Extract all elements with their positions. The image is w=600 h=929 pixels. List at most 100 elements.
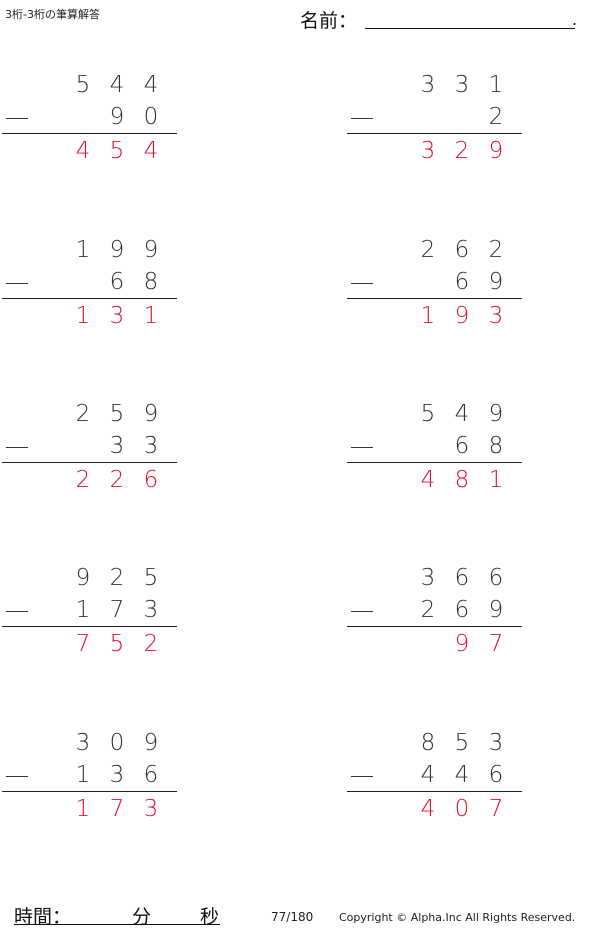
minuend-digit: 9 xyxy=(143,730,159,756)
sum-rule xyxy=(347,298,522,299)
sum-rule xyxy=(347,626,522,627)
minuend-digit: 9 xyxy=(143,401,159,427)
sum-rule xyxy=(347,133,522,134)
subtrahend-digit: 6 xyxy=(454,269,470,295)
subtrahend-digit: 4 xyxy=(454,762,470,788)
subtrahend-digit: 3 xyxy=(109,433,125,459)
minus-sign xyxy=(6,611,28,612)
sum-rule xyxy=(347,462,522,463)
minus-sign xyxy=(6,776,28,777)
answer-digit: 3 xyxy=(488,303,504,329)
minute-label: 分 xyxy=(132,906,152,928)
minuend-digit: 5 xyxy=(75,72,91,98)
answer-digit: 9 xyxy=(454,303,470,329)
minus-sign xyxy=(351,611,373,612)
answer-digit: 4 xyxy=(420,796,436,822)
name-end-dot: . xyxy=(572,10,578,29)
minuend-digit: 9 xyxy=(109,237,125,263)
subtrahend-digit: 1 xyxy=(75,597,91,623)
answer-digit: 9 xyxy=(488,138,504,164)
subtrahend-digit: 7 xyxy=(109,597,125,623)
sum-rule xyxy=(347,791,522,792)
minus-sign xyxy=(6,118,28,119)
answer-digit: 7 xyxy=(488,796,504,822)
sum-rule xyxy=(2,626,177,627)
answer-digit: 5 xyxy=(109,631,125,657)
minuend-digit: 2 xyxy=(488,237,504,263)
minuend-digit: 2 xyxy=(75,401,91,427)
answer-digit: 3 xyxy=(109,303,125,329)
answer-digit: 8 xyxy=(454,467,470,493)
time-underline xyxy=(14,924,220,925)
answer-digit: 1 xyxy=(143,303,159,329)
minus-sign xyxy=(6,447,28,448)
subtrahend-digit: 3 xyxy=(143,433,159,459)
answer-digit: 1 xyxy=(488,467,504,493)
answer-digit: 6 xyxy=(143,467,159,493)
answer-digit: 0 xyxy=(454,796,470,822)
answer-digit: 7 xyxy=(488,631,504,657)
answer-digit: 1 xyxy=(75,303,91,329)
minuend-digit: 1 xyxy=(75,237,91,263)
minus-sign xyxy=(6,283,28,284)
name-label: 名前： xyxy=(300,10,358,32)
subtrahend-digit: 2 xyxy=(420,597,436,623)
answer-digit: 7 xyxy=(75,631,91,657)
minuend-digit: 6 xyxy=(454,565,470,591)
answer-digit: 2 xyxy=(143,631,159,657)
answer-digit: 3 xyxy=(420,138,436,164)
minuend-digit: 3 xyxy=(420,565,436,591)
minuend-digit: 9 xyxy=(143,237,159,263)
answer-digit: 1 xyxy=(420,303,436,329)
minuend-digit: 0 xyxy=(109,730,125,756)
page-title: 3桁-3桁の筆算解答 xyxy=(5,8,100,21)
answer-digit: 2 xyxy=(454,138,470,164)
sum-rule xyxy=(2,791,177,792)
subtrahend-digit: 0 xyxy=(143,104,159,130)
name-underline xyxy=(365,28,575,29)
minuend-digit: 5 xyxy=(420,401,436,427)
sum-rule xyxy=(2,133,177,134)
answer-digit: 3 xyxy=(143,796,159,822)
subtrahend-digit: 1 xyxy=(75,762,91,788)
subtrahend-digit: 6 xyxy=(488,762,504,788)
subtrahend-digit: 4 xyxy=(420,762,436,788)
minuend-digit: 6 xyxy=(454,237,470,263)
subtrahend-digit: 9 xyxy=(488,597,504,623)
minuend-digit: 5 xyxy=(109,401,125,427)
copyright-text: Copyright © Alpha.Inc All Rights Reserve… xyxy=(339,911,576,924)
minuend-digit: 3 xyxy=(420,72,436,98)
minuend-digit: 9 xyxy=(488,401,504,427)
minuend-digit: 4 xyxy=(143,72,159,98)
answer-digit: 4 xyxy=(75,138,91,164)
subtrahend-digit: 6 xyxy=(143,762,159,788)
minuend-digit: 5 xyxy=(454,730,470,756)
answer-digit: 5 xyxy=(109,138,125,164)
page-number: 77/180 xyxy=(271,910,314,924)
answer-digit: 7 xyxy=(109,796,125,822)
subtrahend-digit: 9 xyxy=(109,104,125,130)
subtrahend-digit: 6 xyxy=(109,269,125,295)
answer-digit: 4 xyxy=(420,467,436,493)
minuend-digit: 6 xyxy=(488,565,504,591)
subtrahend-digit: 6 xyxy=(454,433,470,459)
subtrahend-digit: 3 xyxy=(109,762,125,788)
minuend-digit: 5 xyxy=(143,565,159,591)
sum-rule xyxy=(2,298,177,299)
minuend-digit: 3 xyxy=(488,730,504,756)
answer-digit: 2 xyxy=(75,467,91,493)
subtrahend-digit: 8 xyxy=(488,433,504,459)
subtrahend-digit: 3 xyxy=(143,597,159,623)
second-label: 秒 xyxy=(200,906,220,928)
answer-digit: 4 xyxy=(143,138,159,164)
minuend-digit: 3 xyxy=(454,72,470,98)
subtrahend-digit: 6 xyxy=(454,597,470,623)
